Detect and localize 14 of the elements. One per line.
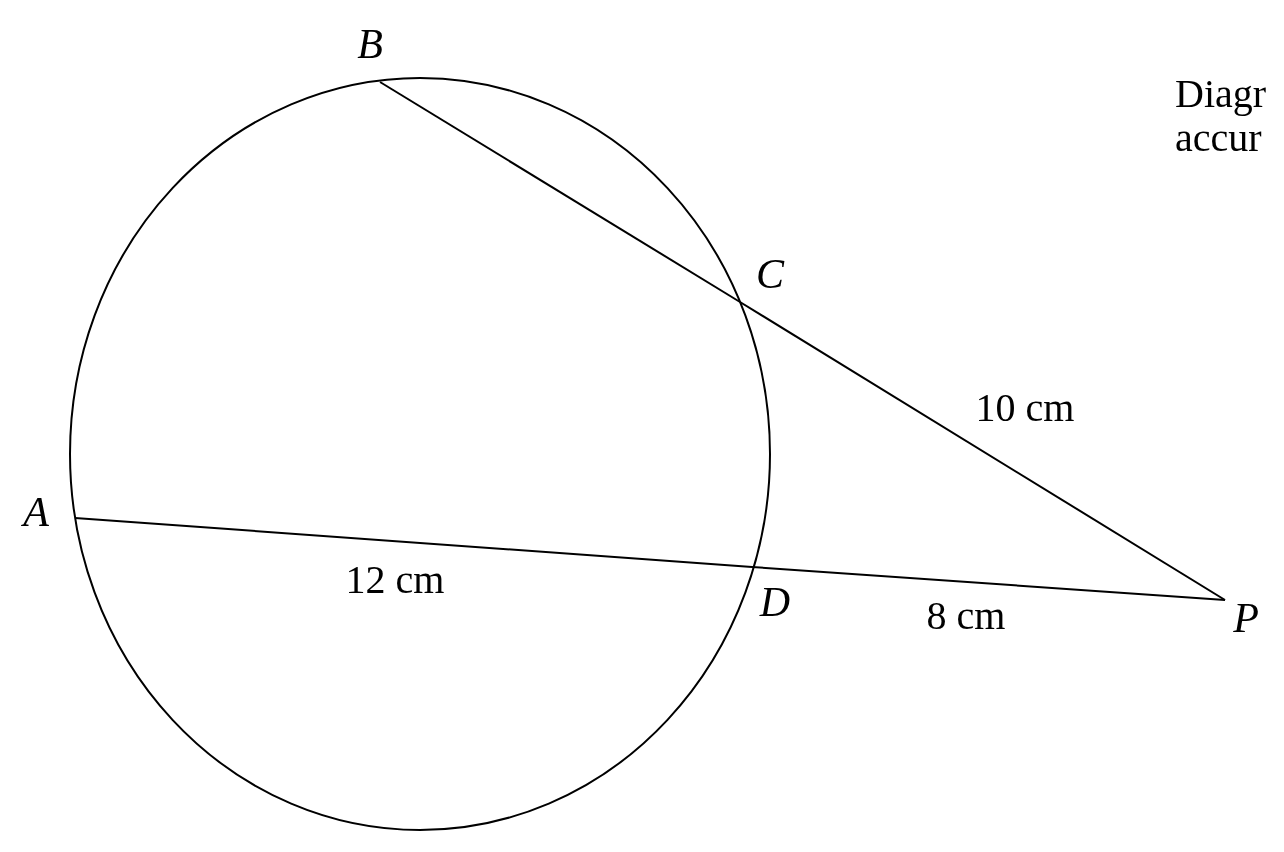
line-segment: [74, 517, 753, 568]
line-segment: [379, 81, 741, 303]
edge-label: 8 cm: [926, 596, 1006, 636]
edge-label: 12 cm: [345, 560, 445, 600]
point-label: D: [759, 581, 791, 623]
edge-label: 10 cm: [975, 388, 1075, 428]
point-label: C: [756, 253, 784, 295]
note-text: Diagr: [1175, 74, 1267, 114]
line-segment: [739, 301, 1226, 601]
point-label: P: [1233, 597, 1259, 639]
note-text: accur: [1175, 118, 1262, 158]
point-label: A: [23, 491, 49, 533]
line-segment: [751, 566, 1226, 601]
point-label: B: [357, 23, 383, 65]
